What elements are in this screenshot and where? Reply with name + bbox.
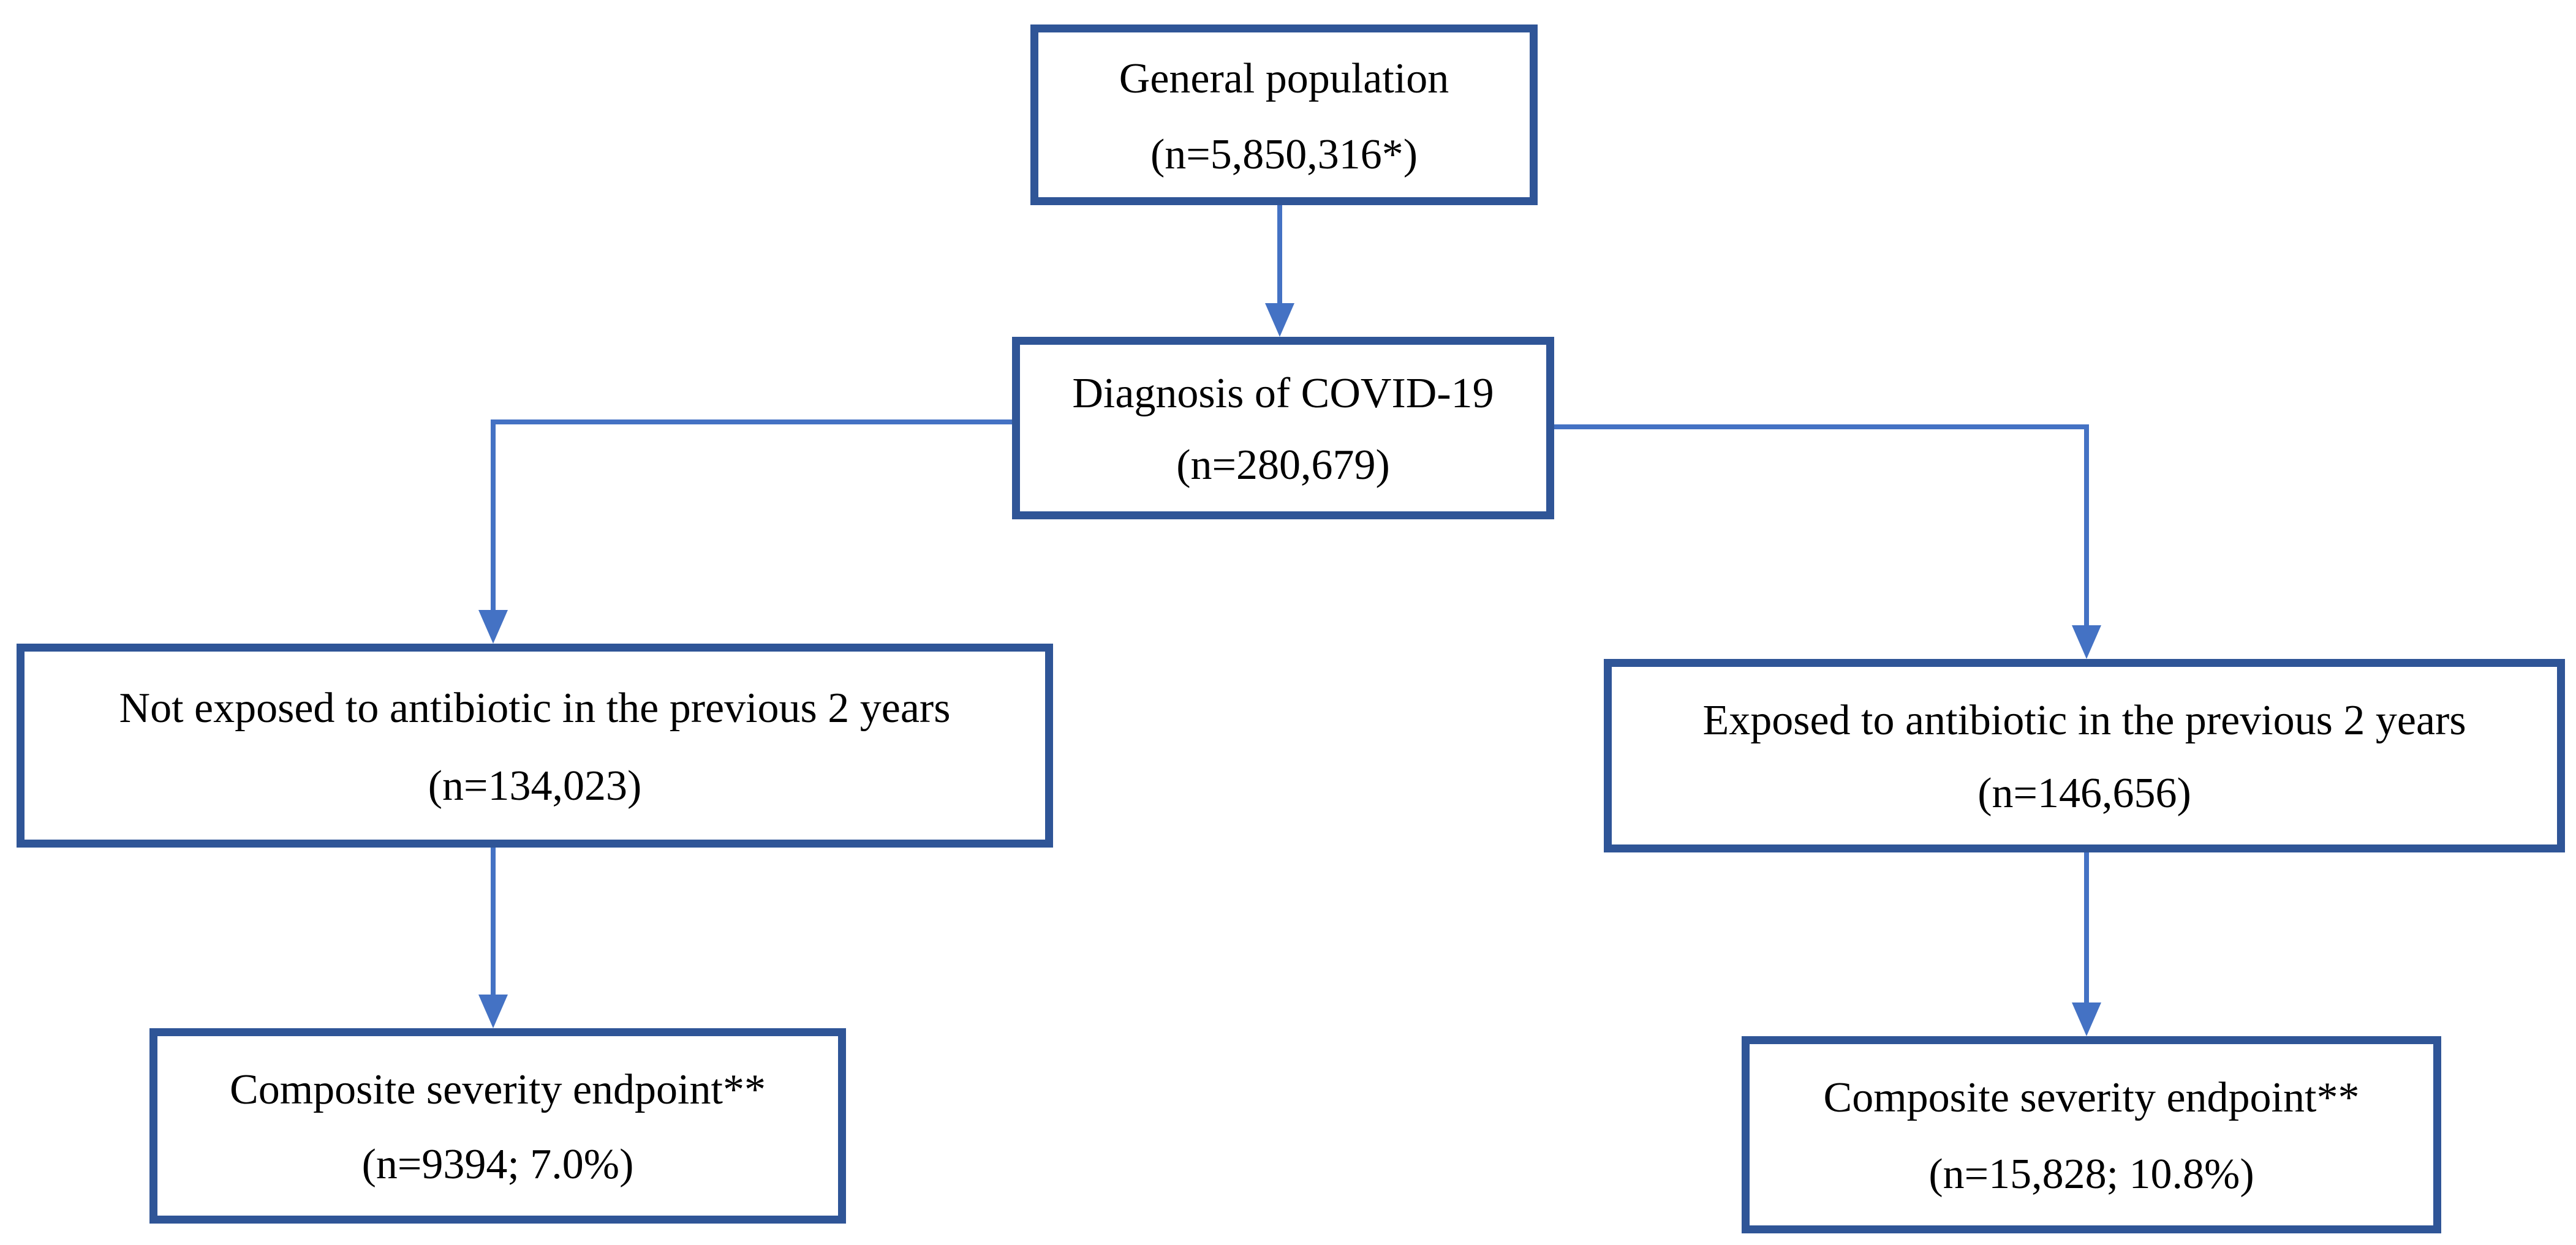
connector-line-general-to-diagnosis (1277, 205, 1282, 305)
arrow-down-icon (2072, 1002, 2101, 1036)
node-count: (n=146,656) (1977, 770, 2191, 817)
arrow-down-icon (478, 610, 508, 644)
connector-line-diagnosis-to-not-exposed-vertical (491, 419, 496, 611)
node-title: Composite severity endpoint** (230, 1066, 766, 1113)
node-general-population: General population (n=5,850,316*) (1030, 24, 1538, 205)
node-count: (n=15,828; 10.8%) (1928, 1151, 2254, 1198)
node-title: Exposed to antibiotic in the previous 2 … (1702, 697, 2466, 744)
node-exposed-antibiotic: Exposed to antibiotic in the previous 2 … (1604, 659, 2565, 852)
connector-line-exposed-to-endpoint (2084, 852, 2089, 1004)
arrow-down-icon (1265, 303, 1294, 337)
node-count: (n=9394; 7.0%) (361, 1141, 634, 1188)
arrow-down-icon (478, 995, 508, 1028)
node-count: (n=5,850,316*) (1150, 131, 1418, 178)
node-endpoint-exposed: Composite severity endpoint** (n=15,828;… (1742, 1036, 2441, 1233)
node-count: (n=280,679) (1176, 442, 1390, 489)
node-title: Not exposed to antibiotic in the previou… (119, 685, 951, 732)
arrow-down-icon (2072, 625, 2101, 659)
connector-line-diagnosis-to-exposed-horizontal (1554, 424, 2087, 429)
node-title: Diagnosis of COVID-19 (1072, 370, 1494, 417)
node-title: General population (1119, 55, 1449, 102)
connector-line-not-exposed-to-endpoint (491, 848, 496, 996)
connector-line-diagnosis-to-not-exposed-horizontal (493, 419, 1012, 424)
node-covid-diagnosis: Diagnosis of COVID-19 (n=280,679) (1012, 337, 1554, 519)
node-count: (n=134,023) (428, 762, 642, 810)
node-title: Composite severity endpoint** (1823, 1074, 2360, 1121)
node-endpoint-not-exposed: Composite severity endpoint** (n=9394; 7… (149, 1028, 846, 1224)
connector-line-diagnosis-to-exposed-vertical (2084, 424, 2089, 626)
node-not-exposed-antibiotic: Not exposed to antibiotic in the previou… (17, 644, 1053, 848)
